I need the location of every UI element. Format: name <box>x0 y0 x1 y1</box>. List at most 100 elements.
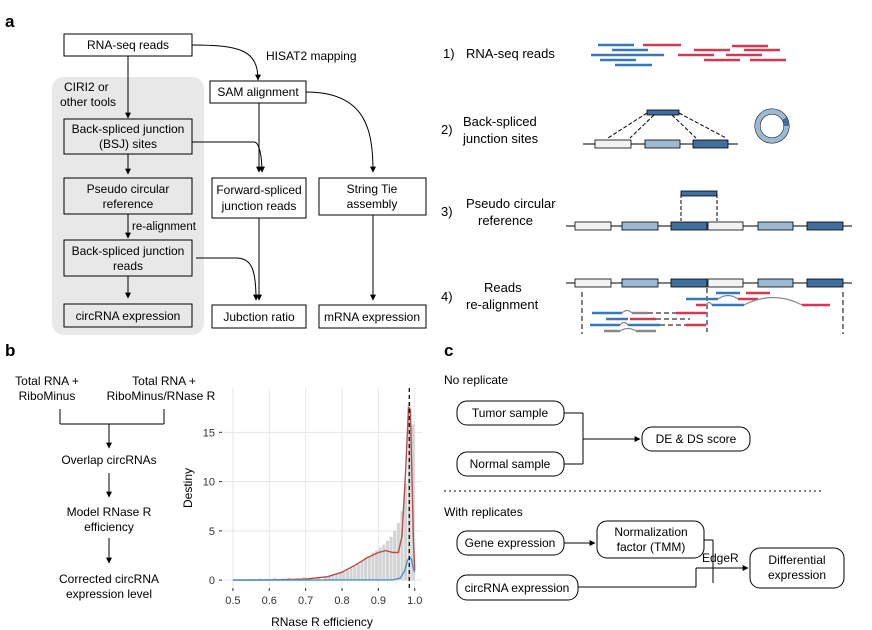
rnaseq-reads-text: RNA-seq reads <box>87 38 169 52</box>
histogram-bar <box>400 511 404 581</box>
gene-expression-text: Gene expression <box>465 536 556 550</box>
density-curve-2 <box>232 556 416 581</box>
stringtie-box <box>318 177 427 216</box>
step4-number: 4) <box>441 289 453 304</box>
normalization-text-2: factor (TMM) <box>617 540 686 554</box>
mrna-expression-text: mRNA expression <box>324 310 420 324</box>
x-tick-label: 0.9 <box>371 595 386 607</box>
tumor-sample-text: Tumor sample <box>472 406 549 420</box>
panel-a-boxes <box>63 33 427 329</box>
histogram-bar <box>342 572 346 581</box>
no-replicate-heading: No replicate <box>444 373 508 387</box>
density-curve-1 <box>232 406 416 581</box>
histogram-bar <box>364 558 368 581</box>
total-rna-ribominus-1: Total RNA + <box>15 374 79 388</box>
forward-spliced-text-1: Forward-spliced <box>216 183 301 197</box>
step2-label-2: junction sites <box>462 131 539 146</box>
chart-lines <box>232 388 416 588</box>
corrected-circrna-text-1: Corrected circRNA <box>59 572 159 586</box>
step2-bsj-illustration <box>583 108 790 149</box>
histogram-bar <box>331 575 335 581</box>
panel-a-connectors <box>125 44 376 301</box>
step3-label-2: reference <box>478 213 533 228</box>
x-tick-label: 0.8 <box>334 595 349 607</box>
panel-c-text: Tumor sample Normal sample DE & DS score… <box>444 406 826 595</box>
x-tick-label: 0.5 <box>225 595 240 607</box>
differential-expression-box <box>749 547 845 589</box>
bsj-reads-text-1: Back-spliced junction <box>72 244 185 258</box>
step3-pseudo-reference-illustration <box>566 190 852 231</box>
total-rna-rnaser-1: Total RNA + <box>132 374 196 388</box>
hisat2-mapping-text: HISAT2 mapping <box>266 49 357 63</box>
step-labels: 1) RNA-seq reads 2) Back-spliced junctio… <box>441 46 556 312</box>
histogram-bar <box>389 536 393 581</box>
histogram-bar <box>382 544 386 581</box>
histogram-bar <box>360 561 364 581</box>
panel-c-label: c <box>444 341 453 360</box>
junction-ratio-text: Jubction ratio <box>223 310 295 324</box>
pseudo-reference-text-2: reference <box>103 197 154 211</box>
normal-sample-text: Normal sample <box>470 457 551 471</box>
panel-c: c No replicate Tumor sample Norma <box>444 341 845 601</box>
histogram-bar <box>349 568 353 581</box>
step4-label-1: Reads <box>484 280 522 295</box>
y-tick-label: 0 <box>209 575 215 587</box>
step1-label: RNA-seq reads <box>466 46 555 61</box>
stringtie-text-2: assembly <box>347 197 398 211</box>
x-tick-label: 0.7 <box>298 595 313 607</box>
circrna-expression-c-text: circRNA expression <box>465 581 570 595</box>
panel-b-connectors <box>59 409 165 564</box>
y-tick-label: 10 <box>203 477 215 489</box>
histogram-bar <box>407 402 411 581</box>
panel-c-connectors <box>444 412 823 588</box>
x-tick-label: 0.6 <box>262 595 277 607</box>
histogram-bar <box>356 564 360 581</box>
normalization-text-1: Normalization <box>614 525 687 539</box>
y-tick-label: 15 <box>203 427 215 439</box>
panel-a-label: a <box>5 12 15 31</box>
pseudo-reference-text-1: Pseudo circular <box>87 182 170 196</box>
sam-alignment-box <box>209 80 307 104</box>
y-tick-label: 5 <box>209 526 215 538</box>
circrna-expression-text: circRNA expression <box>76 309 181 323</box>
edger-text: EdgeR <box>702 551 739 565</box>
circrna-expression-box <box>63 303 193 328</box>
model-rnaser-text-1: Model RNase R <box>67 505 152 519</box>
ciri2-text-1: CIRI2 or <box>64 80 109 94</box>
ciri2-text-2: other tools <box>60 95 116 109</box>
overlap-circrnas-text: Overlap circRNAs <box>61 453 156 467</box>
rnaseq-reads-box <box>63 33 193 57</box>
differential-text-2: expression <box>768 568 826 582</box>
junction-ratio-box <box>211 304 307 329</box>
step1-reads-illustration <box>591 43 786 67</box>
total-rna-ribominus-2: RiboMinus <box>19 389 76 403</box>
step2-label-1: Back-spliced <box>463 114 537 129</box>
histogram-bar <box>393 530 397 581</box>
histogram-bar <box>371 552 375 581</box>
forward-spliced-text-2: junction reads <box>221 199 297 213</box>
histogram-bar <box>324 576 328 581</box>
stringtie-text-1: String Tie <box>347 182 398 196</box>
mrna-expression-box <box>318 304 427 329</box>
step3-number: 3) <box>441 204 453 219</box>
corrected-circrna-text-2: expression level <box>66 587 152 601</box>
step3-label-1: Pseudo circular <box>466 196 556 211</box>
bsj-sites-text-1: Back-spliced junction <box>72 122 185 136</box>
step2-number: 2) <box>441 122 453 137</box>
with-replicates-heading: With replicates <box>444 505 523 519</box>
total-rna-rnaser-2: RiboMinus/RNase R <box>107 389 216 403</box>
histogram-bar <box>335 574 339 581</box>
histogram-bar <box>367 556 371 581</box>
panel-b: b Total RNA + RiboMinus Total RNA + Ribo… <box>5 341 422 629</box>
histogram-bar <box>404 483 408 581</box>
histogram-bar <box>338 573 342 581</box>
panel-c-boxes <box>456 400 845 601</box>
panel-a-text: RNA-seq reads HISAT2 mapping CIRI2 or ot… <box>60 38 420 324</box>
forward-spliced-box <box>211 177 307 219</box>
histogram-bar <box>327 575 331 581</box>
de-ds-score-text: DE & DS score <box>656 432 737 446</box>
histogram-bar <box>345 570 349 581</box>
